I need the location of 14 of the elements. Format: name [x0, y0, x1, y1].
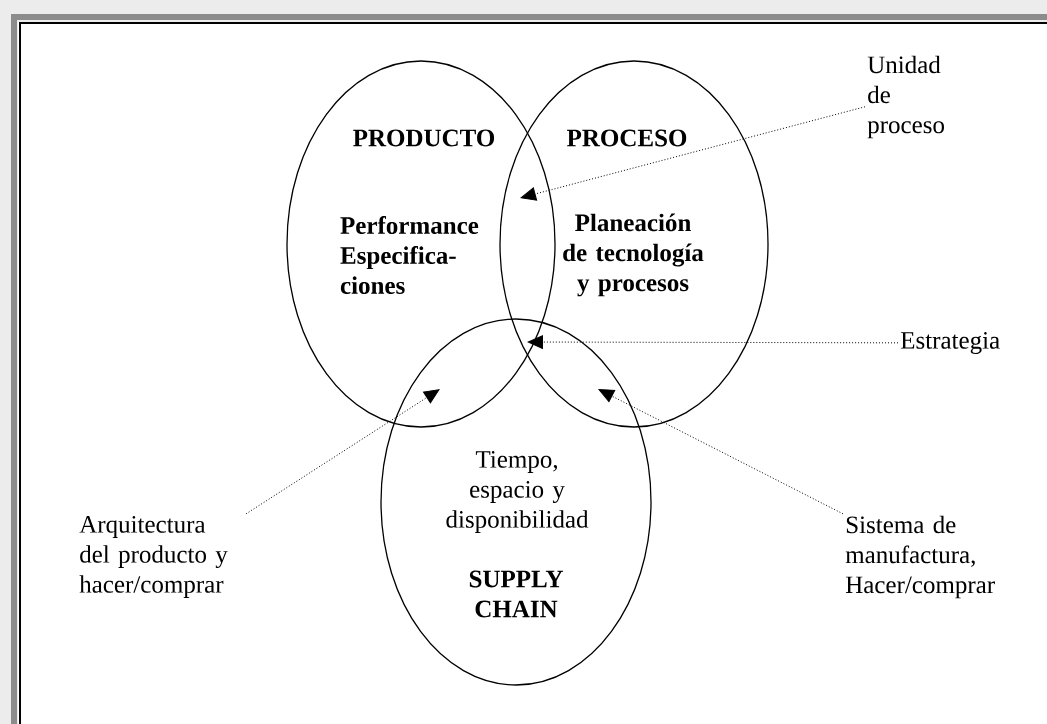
callout-text: Arquitectura del producto y hacer/comprar — [79, 516, 228, 598]
leader-line — [598, 389, 844, 515]
circle-text: Planeación de tecnología y procesos — [563, 213, 704, 297]
circle-heading: PRODUCTO — [353, 129, 495, 147]
circle-text: SUPPLY CHAIN — [469, 570, 563, 618]
circle-heading: Tiempo, espacio y disponibilidad — [446, 451, 589, 533]
leader-line — [520, 106, 866, 201]
leader-line — [245, 389, 440, 515]
circle-text: Performance Especifica- ciones — [340, 216, 479, 294]
callout-text: Sistema de manufactura, Hacer/comprar — [845, 515, 995, 599]
leader-line — [527, 335, 899, 349]
circle-heading: PROCESO — [567, 129, 687, 147]
callout-text: Unidad de proceso — [867, 55, 944, 139]
callout-text: Estrategia — [900, 332, 1000, 354]
